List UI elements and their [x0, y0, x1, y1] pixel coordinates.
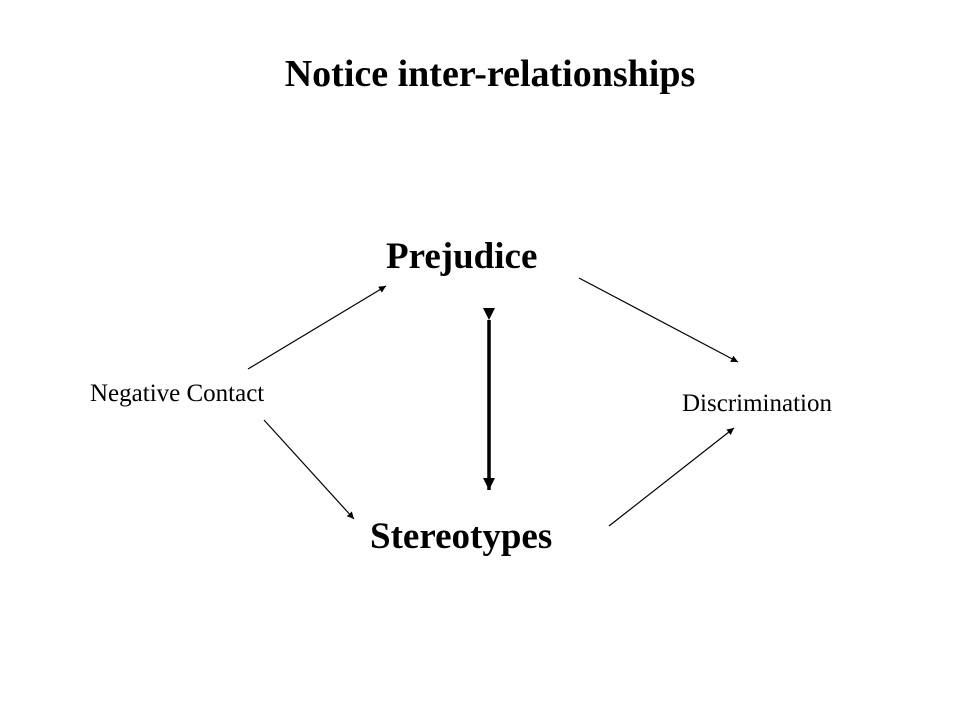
arrow-prejudice-to-discrimination	[578, 277, 739, 363]
node-discrimination: Discrimination	[682, 390, 832, 417]
slide-title: Notice inter-relationships	[284, 53, 696, 95]
arrow-negative-contact-to-prejudice	[247, 285, 387, 370]
node-stereotypes: Stereotypes	[370, 516, 553, 557]
node-prejudice: Prejudice	[386, 236, 538, 277]
arrow-negative-contact-to-stereotypes	[263, 419, 355, 520]
arrow-stereotypes-to-discrimination	[608, 427, 735, 527]
node-negative-contact: Negative Contact	[90, 380, 265, 407]
